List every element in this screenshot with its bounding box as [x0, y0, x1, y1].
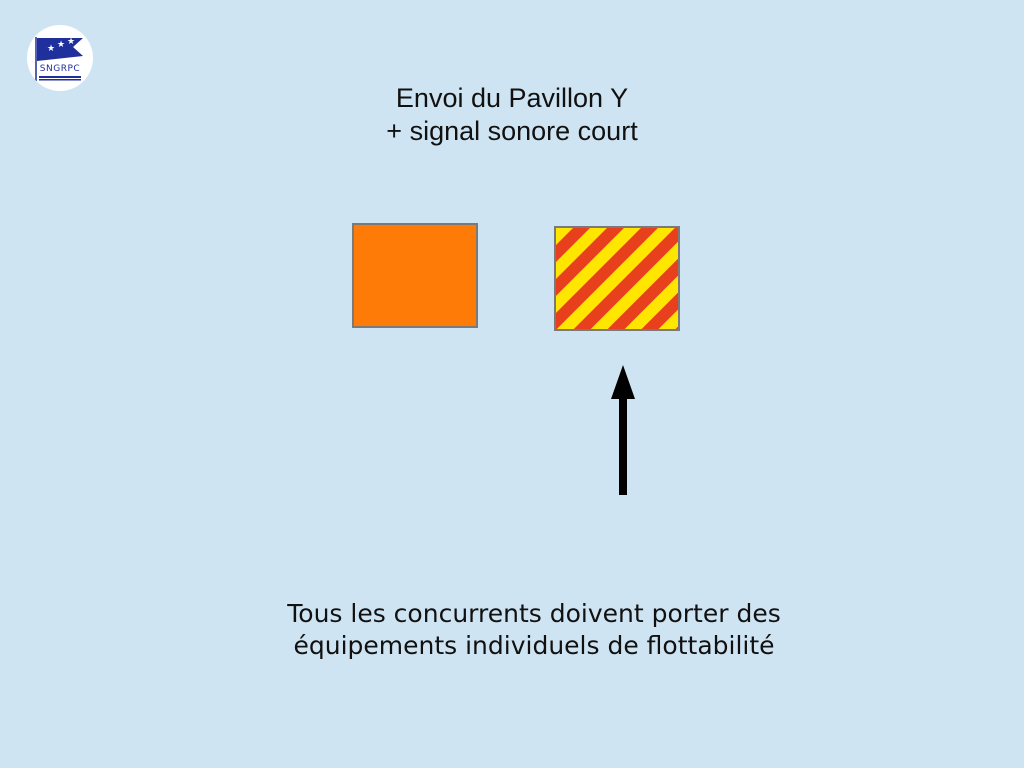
- svg-text:★: ★: [47, 44, 55, 54]
- orange-flag-icon: [352, 223, 478, 328]
- club-logo: ★ ★ ★ SNGRPC: [27, 25, 93, 91]
- club-burgee-icon: ★ ★ ★: [35, 37, 83, 81]
- club-logo-text: SNGRPC: [39, 64, 81, 74]
- signal-flag-y-icon: [554, 226, 680, 331]
- arrow-up-icon: [606, 365, 640, 495]
- description-line-1: Tous les concurrents doivent porter des: [287, 599, 781, 628]
- description-line-2: équipements individuels de flottabilité: [293, 631, 775, 660]
- svg-text:★: ★: [67, 37, 75, 47]
- title-line-2: + signal sonore court: [386, 116, 638, 146]
- svg-text:★: ★: [57, 40, 65, 50]
- title-line-1: Envoi du Pavillon Y: [395, 83, 629, 113]
